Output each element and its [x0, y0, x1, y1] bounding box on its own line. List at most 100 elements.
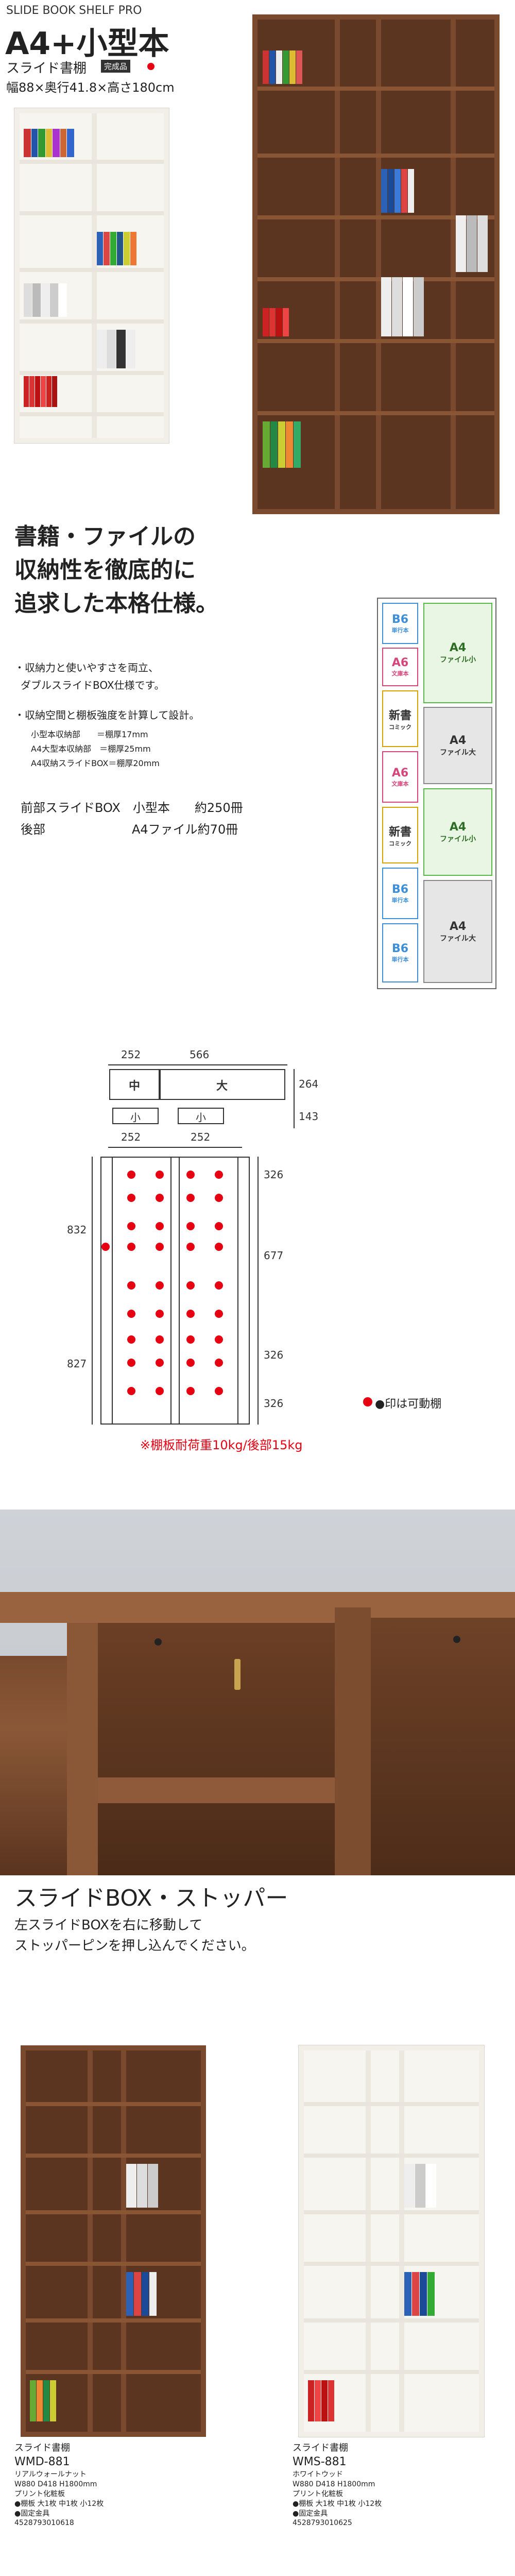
headline-line-3: 追求した本格仕様。 — [14, 590, 218, 617]
comp-label: A6 — [391, 766, 409, 779]
variant-walnut-image — [21, 2045, 206, 2437]
top-box-large — [160, 1069, 285, 1100]
bullet-text: ダブルスライドBOX仕様です。 — [21, 679, 165, 691]
movable-shelf-dot — [127, 1194, 135, 1202]
dim-label: 326 — [264, 1349, 284, 1361]
load-note: ※棚板耐荷重10kg/後部15kg — [140, 1438, 303, 1452]
movable-shelf-dot — [127, 1310, 135, 1318]
product-dimensions: 幅88×奥行41.8×高さ180cm — [6, 80, 175, 95]
comp-label: B6 — [391, 942, 409, 955]
movable-shelf-dot — [215, 1194, 223, 1202]
movable-shelf-dot — [127, 1359, 135, 1367]
variant-size: W880 D418 H1800mm — [293, 2480, 375, 2488]
movable-shelf-dot — [156, 1194, 164, 1202]
dim-label: 252 — [191, 1131, 211, 1143]
variant-finish: プリント化粧板 — [14, 2489, 65, 2498]
complete-badge: 完成品 — [101, 60, 131, 73]
movable-shelf-dot — [156, 1359, 164, 1367]
capacity-line: 前部スライドBOX 小型本 約250冊 — [21, 801, 243, 815]
red-dot-icon — [147, 63, 154, 70]
stopper-closeup-image — [0, 1510, 515, 1875]
movable-shelf-dot — [186, 1194, 195, 1202]
variant-jan: 4528793010618 — [14, 2519, 74, 2528]
comp-label: A4 — [449, 820, 467, 834]
comp-sub: ファイル大 — [440, 748, 476, 757]
legend-text: ●印は可動棚 — [375, 1398, 442, 1411]
variant-code: WMD-881 — [14, 2455, 70, 2469]
movable-shelf-dot — [127, 1171, 135, 1179]
comp-sub: コミック — [389, 724, 411, 731]
movable-shelf-dot — [127, 1222, 135, 1230]
movable-shelf-dot — [186, 1243, 195, 1251]
variant-name: スライド書棚 — [293, 2443, 348, 2453]
white-shelf-image — [14, 108, 169, 443]
box-label-mid: 中 — [129, 1080, 141, 1093]
dim-label: 832 — [67, 1224, 87, 1236]
bullet-text: ・収納空間と棚板強度を計算して設計。 — [14, 709, 200, 721]
movable-shelf-dot — [127, 1281, 135, 1290]
box-label-large: 大 — [216, 1080, 228, 1093]
variant-info-walnut: スライド書棚 WMD-881 リアルウォールナット W880 D418 H180… — [14, 2442, 104, 2528]
product-title: A4+小型本 — [5, 26, 169, 62]
variant-finish: プリント化粧板 — [293, 2489, 343, 2498]
movable-shelf-dot — [127, 1387, 135, 1395]
spec-line: 小型本収納部 ＝棚厚17mm — [31, 730, 148, 739]
comp-sub: 単行本 — [391, 626, 409, 634]
stopper-desc: 左スライドBOXを右に移動して — [14, 1918, 203, 1933]
movable-shelf-dot — [215, 1243, 223, 1251]
variant-size: W880 D418 H1800mm — [14, 2480, 97, 2488]
legend-dot-icon — [363, 1397, 372, 1406]
variant-spec: ●棚板 大1枚 中1枚 小12枚 — [14, 2499, 104, 2508]
movable-shelf-dot — [186, 1310, 195, 1318]
variant-tag: ●固定金具 — [14, 2509, 50, 2518]
small-box-right — [178, 1108, 224, 1124]
headline-line-1: 書籍・ファイルの — [14, 523, 196, 550]
comp-sub: ファイル小 — [440, 656, 476, 664]
series-name: SLIDE BOOK SHELF PRO — [6, 4, 142, 17]
variant-info-white: スライド書棚 WMS-881 ホワイトウッド W880 D418 H1800mm… — [293, 2442, 382, 2528]
comp-label: A4 — [449, 734, 467, 747]
movable-shelf-dot — [186, 1335, 195, 1344]
stopper-desc: ストッパーピンを押し込んでください。 — [14, 1938, 255, 1954]
movable-shelf-dot — [215, 1310, 223, 1318]
comp-label: B6 — [391, 883, 409, 896]
comp-sub: 文庫本 — [391, 670, 409, 677]
movable-shelf-dot — [186, 1171, 195, 1179]
variant-jan: 4528793010625 — [293, 2519, 352, 2528]
stopper-title: スライドBOX・ストッパー — [14, 1885, 288, 1911]
comp-label: B6 — [391, 613, 409, 626]
variant-spec: ●棚板 大1枚 中1枚 小12枚 — [293, 2499, 382, 2508]
dim-label: 143 — [299, 1110, 319, 1123]
small-box-left — [112, 1108, 159, 1124]
comp-label: A4 — [449, 920, 467, 933]
headline-line-2: 収納性を徹底的に — [14, 557, 196, 583]
variant-name: スライド書棚 — [14, 2443, 70, 2453]
comp-sub: 単行本 — [391, 896, 409, 904]
comp-label: A4 — [449, 641, 467, 654]
movable-shelf-dot — [215, 1387, 223, 1395]
movable-shelf-dot — [186, 1387, 195, 1395]
shelf-elevation — [100, 1157, 250, 1425]
movable-shelf-dot — [156, 1171, 164, 1179]
movable-shelf-dot — [215, 1281, 223, 1290]
comp-sub: ファイル小 — [440, 835, 476, 843]
bullet-text: ・収納力と使いやすさを両立、 — [14, 662, 159, 674]
spec-line: A4大型本収納部 ＝棚厚25mm — [31, 744, 151, 754]
dim-label: 326 — [264, 1168, 284, 1181]
movable-shelf-dot — [101, 1243, 110, 1251]
top-box-mid — [109, 1069, 160, 1100]
dim-label: 252 — [121, 1131, 141, 1143]
dim-label: 252 — [121, 1048, 141, 1061]
dim-label: 326 — [264, 1397, 284, 1410]
box-label-small: 小 — [196, 1111, 206, 1124]
box-label-small: 小 — [130, 1111, 141, 1124]
variant-tag: ●固定金具 — [293, 2509, 328, 2518]
dim-label: 827 — [67, 1358, 87, 1370]
movable-shelf-dot — [156, 1310, 164, 1318]
product-subtitle: スライド書棚 — [6, 61, 87, 76]
movable-shelf-dot — [156, 1243, 164, 1251]
comp-sub: ファイル大 — [440, 934, 476, 943]
variant-color: ホワイトウッド — [293, 2470, 343, 2479]
movable-shelf-dot — [215, 1359, 223, 1367]
